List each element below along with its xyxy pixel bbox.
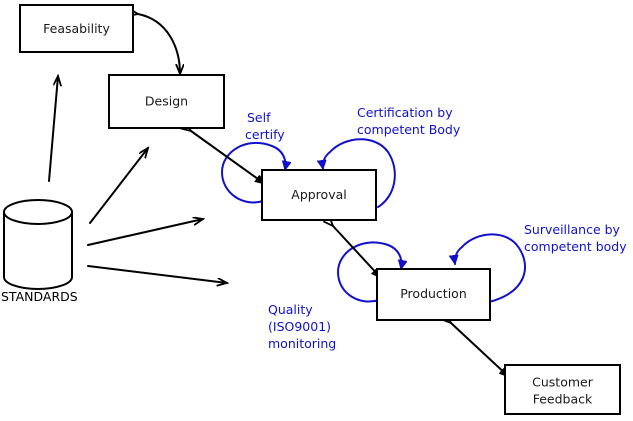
node-standards[interactable]: STANDARDS [1,199,78,304]
certification-line1: Certification by [357,105,453,120]
feasability-box[interactable] [19,4,134,53]
certification-loop-arrow [323,151,331,169]
edge-design-to-feasability [138,14,180,74]
surveillance-line1: Surveillance by [524,222,621,237]
edge-standards-design-line [89,148,148,224]
loop-surveillance-by-competent-body [455,233,526,303]
edge-standards-to-production [87,265,227,283]
edge-approval-production-line [333,226,382,279]
approval-box[interactable] [261,169,377,221]
edge-standards-feasability-line [48,76,58,182]
self-certify-line1: Self [247,110,271,125]
design-label: Design [145,94,188,109]
edge-standards-to-design [89,148,148,224]
quality-loop-arrow [387,244,401,269]
edge-production-to-customer-feedback [451,323,510,378]
standards-label: STANDARDS [1,289,78,304]
production-label: Production [400,286,467,301]
self-certify-loop-arrow [271,145,285,170]
edge-production-customer-feedback-line [451,323,510,378]
customer-feedback-label-line2: Feedback [533,392,593,407]
standards-cylinder-body [3,211,73,290]
node-production[interactable]: Production [376,268,491,321]
surveillance-loop-arrow [455,246,463,264]
quality-line2: (ISO9001) [268,319,331,334]
customer-feedback-box[interactable] [504,364,621,415]
edge-standards-approval-line [87,219,203,246]
annotation-surveillance-by-competent-body: Surveillance by competent body [524,222,627,254]
surveillance-loop-curve [461,233,526,303]
certification-line2: competent Body [357,122,461,137]
production-box[interactable] [376,268,491,321]
edge-design-feasability-line [138,14,180,74]
certification-loop-curve [329,138,396,208]
standards-cylinder-top [3,199,73,225]
annotation-self-certify: Self certify [245,110,285,142]
edge-design-to-approval [191,131,265,185]
surveillance-line2: competent body [524,239,627,254]
edge-design-approval-line [191,131,265,185]
node-approval[interactable]: Approval [261,169,377,221]
quality-line3: monitoring [268,336,336,351]
customer-feedback-label-line1: Customer [532,375,594,390]
self-certify-line2: certify [245,127,285,142]
annotation-quality-iso9001-monitoring: Quality (ISO9001) monitoring [268,302,336,351]
approval-label: Approval [291,187,346,202]
quality-line1: Quality [268,302,313,317]
edge-standards-to-feasability [48,76,58,182]
node-customer-feedback[interactable]: Customer Feedback [504,364,621,415]
node-feasability[interactable]: Feasability [19,4,134,53]
loop-certification-by-competent-body [323,138,396,208]
feasability-label: Feasability [43,21,110,36]
edge-standards-production-line [87,265,227,283]
edge-approval-to-production [333,226,382,279]
annotation-certification-by-competent-body: Certification by competent Body [357,105,461,137]
node-design[interactable]: Design [108,74,225,129]
edge-standards-to-approval [87,219,203,246]
design-box[interactable] [108,74,225,129]
